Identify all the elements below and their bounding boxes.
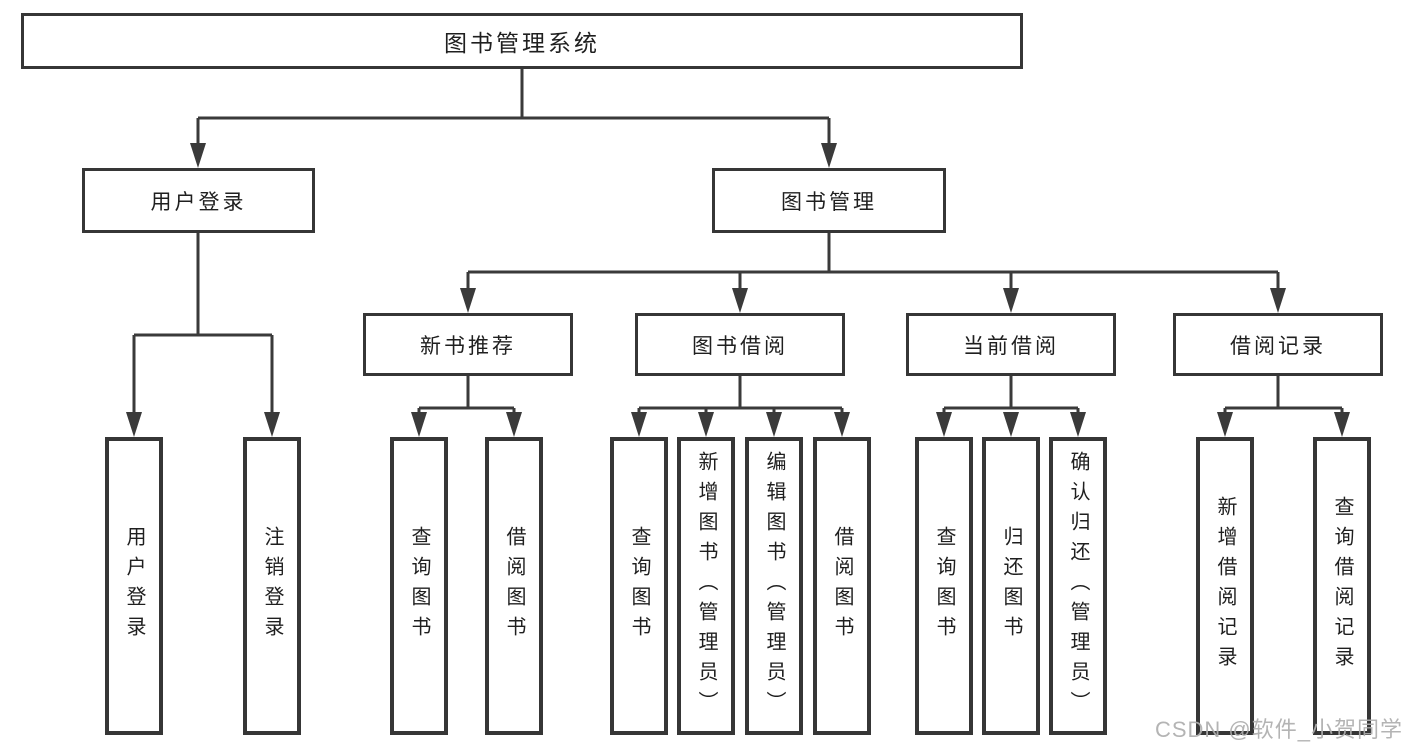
- leaf-query-books-recommend: 查询图书: [390, 437, 448, 735]
- edge-root-to-level2: [196, 69, 831, 146]
- edge-book-management-to-level3: [466, 233, 1280, 291]
- node-book-borrow: 图书借阅: [635, 313, 845, 376]
- connector-lines: [132, 69, 1344, 415]
- leaf-query-books-borrow: 查询图书: [610, 437, 668, 735]
- edge-current-borrow-to-leaves: [942, 376, 1080, 415]
- edge-new-book-recommend-to-leaves: [417, 376, 516, 415]
- leaf-query-borrow-record: 查询借阅记录: [1313, 437, 1371, 735]
- node-root: 图书管理系统: [21, 13, 1023, 69]
- leaf-user-login: 用户登录: [105, 437, 163, 735]
- leaf-add-books-admin: 新增图书（管理员）: [677, 437, 735, 735]
- csdn-watermark: CSDN @软件_小贺同学: [1154, 717, 1403, 742]
- edge-user-login-to-leaves: [132, 232, 274, 415]
- node-user-login: 用户登录: [82, 168, 315, 233]
- leaf-add-borrow-record: 新增借阅记录: [1196, 437, 1254, 735]
- edge-book-borrow-to-leaves: [637, 376, 844, 415]
- node-current-borrow: 当前借阅: [906, 313, 1116, 376]
- leaf-edit-books-admin: 编辑图书（管理员）: [745, 437, 803, 735]
- arrowhead-down-icons: [126, 143, 1350, 437]
- node-borrow-records: 借阅记录: [1173, 313, 1383, 376]
- node-book-management: 图书管理: [712, 168, 946, 233]
- leaf-logout-login: 注销登录: [243, 437, 301, 735]
- arrowheads: [126, 143, 1350, 437]
- leaf-query-books-current: 查询图书: [915, 437, 973, 735]
- edge-borrow-records-to-leaves: [1223, 376, 1344, 415]
- leaf-borrow-books: 借阅图书: [813, 437, 871, 735]
- node-new-book-recommend: 新书推荐: [363, 313, 573, 376]
- leaf-borrow-books-recommend: 借阅图书: [485, 437, 543, 735]
- leaf-return-books: 归还图书: [982, 437, 1040, 735]
- leaf-confirm-return-admin: 确认归还（管理员）: [1049, 437, 1107, 735]
